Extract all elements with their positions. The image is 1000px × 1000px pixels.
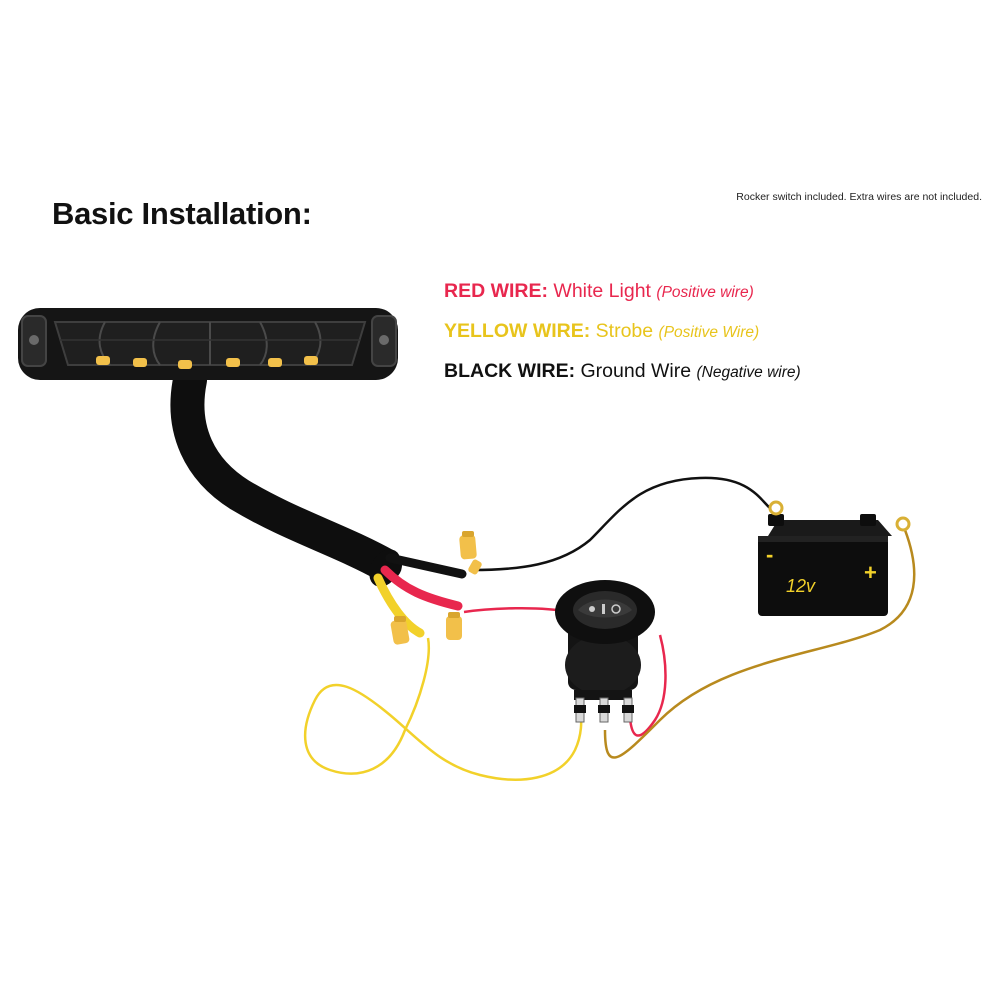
page-title: Basic Installation: xyxy=(52,196,312,231)
legend-yellow-wire: YELLOW WIRE: Strobe (Positive Wire) xyxy=(444,320,801,360)
red-wire-note: (Positive wire) xyxy=(656,284,754,301)
light-red-wire xyxy=(380,565,463,611)
battery-voltage: 12v xyxy=(786,576,816,596)
yellow-strobe-wire xyxy=(303,637,583,781)
wire-nut-icon xyxy=(468,559,482,575)
battery-icon: - + 12v xyxy=(758,514,892,616)
legend-red-wire: RED WIRE: White Light (Positive wire) xyxy=(444,280,801,320)
black-ground-wire xyxy=(471,476,773,572)
wire-nut-icon xyxy=(446,612,462,640)
battery-positive-terminal xyxy=(895,516,911,532)
yellow-wire-desc: Strobe xyxy=(595,320,654,342)
yellow-wire-label: YELLOW WIRE: xyxy=(444,320,591,342)
black-wire-note: (Negative wire) xyxy=(696,364,801,381)
light-black-wire xyxy=(385,553,467,579)
black-wire-label: BLACK WIRE: xyxy=(444,360,576,382)
wire-nut-icon xyxy=(459,531,477,560)
light-yellow-wire xyxy=(373,573,425,638)
battery-positive-sign: + xyxy=(864,560,877,585)
red-wire-label: RED WIRE: xyxy=(444,280,548,302)
led-light-bar-icon xyxy=(18,308,398,380)
light-cable xyxy=(170,363,402,582)
yellow-wire-note: (Positive Wire) xyxy=(658,324,760,341)
battery-positive-wire xyxy=(603,529,916,759)
black-wire-desc: Ground Wire xyxy=(580,360,692,382)
legend-black-wire: BLACK WIRE: Ground Wire (Negative wire) xyxy=(444,360,801,400)
red-switch-wire xyxy=(463,606,571,614)
battery-negative-terminal xyxy=(768,500,784,516)
included-note: Rocker switch included. Extra wires are … xyxy=(736,191,982,203)
red-wire-desc: White Light xyxy=(553,280,651,302)
rocker-switch-icon xyxy=(555,580,655,723)
battery-negative-sign: - xyxy=(766,542,773,567)
red-terminal-wire xyxy=(628,634,667,737)
wire-nut-icon xyxy=(390,616,410,645)
wire-legend: RED WIRE: White Light (Positive wire) YE… xyxy=(444,280,801,400)
